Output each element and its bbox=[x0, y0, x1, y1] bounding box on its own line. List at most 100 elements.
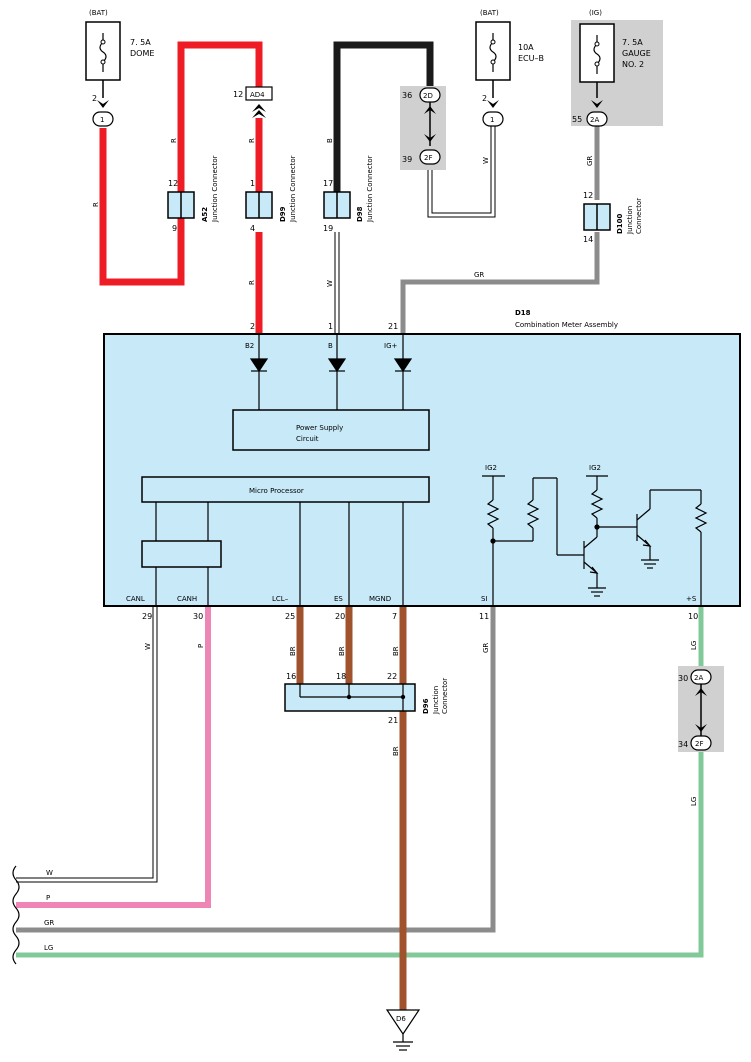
junction-a52: 12 9 A52 Junction Connector bbox=[167, 155, 219, 233]
wire-label-gr-1: GR bbox=[586, 156, 594, 166]
fuse-ecub-conn: 1 bbox=[490, 116, 494, 124]
micro-processor-label: Micro Processor bbox=[249, 487, 304, 495]
fuse-dome-name: DOME bbox=[130, 49, 154, 58]
junction-d96-code: D96 bbox=[422, 698, 430, 714]
meter-term-es: ES bbox=[334, 595, 343, 603]
connector-2d-label: 2D bbox=[423, 92, 433, 100]
connector-2d-pin: 36 bbox=[402, 91, 412, 100]
connector-2f-top-pin: 39 bbox=[402, 155, 412, 164]
connector-2f-low-pin: 34 bbox=[678, 740, 688, 749]
meter-term-ig: IG+ bbox=[384, 342, 397, 350]
junction-d100-code: D100 bbox=[616, 213, 624, 234]
wire-label-br-1: BR bbox=[289, 646, 297, 656]
fuse-gauge-name1: GAUGE bbox=[622, 49, 651, 58]
meter-right-circuit: IG2 IG2 bbox=[482, 464, 708, 606]
meter-ig2-b: IG2 bbox=[589, 464, 601, 472]
wire-gray-si bbox=[16, 606, 496, 933]
meter-pin-canl: 29 bbox=[142, 612, 152, 621]
fuse-gauge-rating: 7. 5A bbox=[622, 38, 643, 47]
wire-label-p-1: P bbox=[197, 644, 205, 648]
wire-label-lg-2: LG bbox=[690, 797, 698, 806]
connector-2f-low-label: 2F bbox=[695, 740, 703, 748]
connector-2a-low-label: 2A bbox=[694, 674, 703, 682]
junction-d99-desc: Junction Connector bbox=[289, 155, 297, 223]
junction-d100: 12 14 D100 Junction Connector bbox=[583, 191, 643, 244]
connector-2f-top-label: 2F bbox=[424, 154, 432, 162]
wire-label-w-3: W bbox=[144, 643, 152, 650]
wire-label-w-2: W bbox=[482, 157, 490, 164]
wire-label-r-4: R bbox=[248, 280, 256, 285]
fuse-dome-pin: 2 bbox=[92, 94, 97, 103]
connector-ad4-pin: 12 bbox=[233, 90, 243, 99]
wire-break-marks bbox=[12, 865, 20, 965]
fuse-gauge-source: (IG) bbox=[589, 9, 602, 17]
junction-d98-pin-bot: 19 bbox=[323, 224, 333, 233]
wire-label-gr-3: GR bbox=[482, 643, 490, 653]
meter-term-lcl: LCL– bbox=[272, 595, 289, 603]
meter-pin-lcl: 25 bbox=[285, 612, 295, 621]
power-supply-circuit bbox=[232, 409, 430, 451]
junction-d96-pin-16: 16 bbox=[286, 672, 296, 681]
wire-black-b bbox=[333, 41, 434, 192]
junction-d99: 1 4 D99 Junction Connector bbox=[245, 155, 297, 233]
meter-pin-s: 10 bbox=[688, 612, 698, 621]
meter-term-canh: CANH bbox=[177, 595, 197, 603]
wire-label-w-1: W bbox=[326, 280, 334, 287]
connector-ad4-label: AD4 bbox=[250, 91, 265, 99]
wire-labels: R R R R B W W GR GR W P BR BR BR BR GR L… bbox=[44, 138, 698, 952]
ground-d6: D6 bbox=[385, 1009, 421, 1051]
junction-d96-desc2: Connector bbox=[441, 678, 449, 714]
fuse-dome-source: (BAT) bbox=[89, 9, 108, 17]
meter-name: Combination Meter Assembly bbox=[515, 321, 618, 329]
wire-label-lg-3: LG bbox=[44, 944, 53, 952]
junction-d96-pin-22: 22 bbox=[387, 672, 397, 681]
meter-code: D18 bbox=[515, 309, 531, 317]
connector-2a-2f: 30 2A 34 2F bbox=[678, 666, 724, 752]
meter-pin-mgnd: 7 bbox=[392, 612, 397, 621]
junction-a52-pin-top: 12 bbox=[168, 179, 178, 188]
wire-label-br-2: BR bbox=[338, 646, 346, 656]
junction-a52-desc: Junction Connector bbox=[211, 155, 219, 223]
wire-label-br-4: BR bbox=[392, 746, 400, 756]
connector-2a-low-pin: 30 bbox=[678, 674, 688, 683]
power-supply-label1: Power Supply bbox=[296, 424, 343, 432]
fuse-ecub-name: ECU–B bbox=[518, 54, 544, 63]
junction-d96: 16 18 22 21 D96 Junction Connector bbox=[284, 672, 449, 725]
fuse-dome: (BAT) 7. 5A DOME 2 1 bbox=[85, 9, 154, 127]
junction-d98: 17 19 D98 Junction Connector bbox=[323, 155, 374, 233]
wire-brown bbox=[296, 606, 407, 1010]
connector-ad4: 12 AD4 bbox=[233, 86, 273, 118]
meter-pin-ig: 21 bbox=[388, 322, 398, 331]
junction-d99-code: D99 bbox=[279, 206, 287, 222]
wire-red-dome bbox=[99, 41, 263, 334]
junction-d99-pin-top: 1 bbox=[250, 179, 255, 188]
junction-d96-pin-18: 18 bbox=[336, 672, 346, 681]
wire-label-r-3: R bbox=[248, 138, 256, 143]
wire-white-canl bbox=[16, 606, 158, 883]
meter-pin-b2: 2 bbox=[250, 322, 255, 331]
fuse-gauge: (IG) 7. 5A GAUGE NO. 2 55 2A bbox=[571, 9, 663, 127]
can-transceiver bbox=[141, 540, 222, 568]
wire-gray-ig bbox=[400, 126, 600, 334]
meter-pin-si: 11 bbox=[479, 612, 489, 621]
junction-d100-desc2: Connector bbox=[635, 198, 643, 234]
junction-a52-code: A52 bbox=[201, 207, 209, 222]
meter-ig2-a: IG2 bbox=[485, 464, 497, 472]
fuse-gauge-pin: 55 bbox=[572, 115, 582, 124]
junction-d100-pin-top: 12 bbox=[583, 191, 593, 200]
junction-d96-desc1: Junction bbox=[432, 686, 440, 715]
wire-label-w-4: W bbox=[46, 869, 53, 877]
fuse-gauge-conn: 2A bbox=[590, 116, 599, 124]
meter-input-diodes bbox=[249, 334, 413, 410]
wire-label-r-2: R bbox=[170, 138, 178, 143]
wire-label-gr-4: GR bbox=[44, 919, 54, 927]
fuse-gauge-name2: NO. 2 bbox=[622, 60, 644, 69]
wire-green-s bbox=[16, 606, 704, 958]
wire-label-lg-1: LG bbox=[690, 641, 698, 650]
junction-d99-pin-bot: 4 bbox=[250, 224, 255, 233]
fuse-ecub-rating: 10A bbox=[518, 43, 534, 52]
meter-pin-es: 20 bbox=[335, 612, 345, 621]
fuse-dome-rating: 7. 5A bbox=[130, 38, 151, 47]
meter-internal-lines bbox=[155, 502, 404, 606]
junction-d96-pin-21: 21 bbox=[388, 716, 398, 725]
